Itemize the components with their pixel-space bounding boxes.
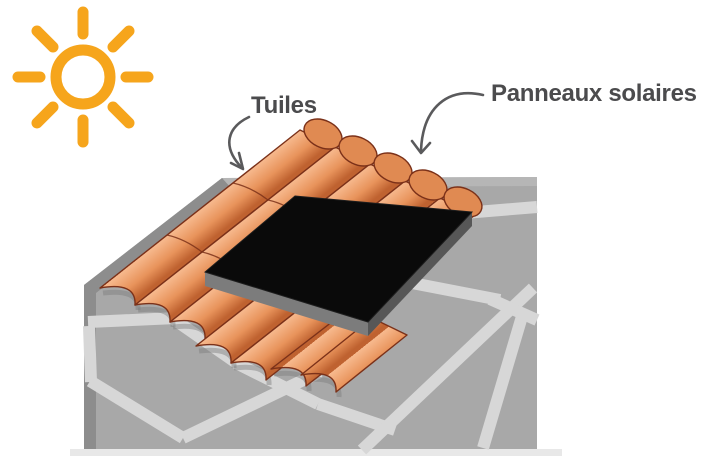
- sun-icon: [12, 6, 154, 148]
- solar-panels-arrow: [410, 92, 485, 155]
- batten: [410, 277, 502, 306]
- batten: [86, 375, 187, 444]
- solar-panel-top: [203, 195, 474, 323]
- batten: [180, 366, 323, 444]
- sun-core: [50, 44, 116, 110]
- roof-battens: [83, 201, 540, 455]
- batten: [477, 311, 529, 450]
- batten: [233, 357, 321, 410]
- batten: [487, 293, 540, 326]
- solar-panel: [203, 195, 474, 336]
- tile-run: [300, 317, 408, 393]
- ground-shadow: [70, 449, 562, 456]
- solar-panel-side-right: [368, 212, 472, 336]
- sun-ray: [107, 101, 135, 129]
- tiles-arrow: [228, 115, 251, 171]
- batten: [357, 283, 538, 455]
- batten: [83, 325, 97, 383]
- callout-arrows: [228, 92, 485, 171]
- sun-ray: [31, 101, 59, 129]
- sun-ray: [107, 25, 135, 53]
- sun-ray: [31, 25, 59, 53]
- roof-edge-face: [84, 178, 231, 449]
- solar-panels-label: Panneaux solaires: [491, 80, 697, 107]
- tiles-label: Tuiles: [251, 92, 317, 119]
- tile-caps: [303, 118, 483, 218]
- solar-panel-side-left: [205, 272, 368, 336]
- batten: [87, 312, 177, 328]
